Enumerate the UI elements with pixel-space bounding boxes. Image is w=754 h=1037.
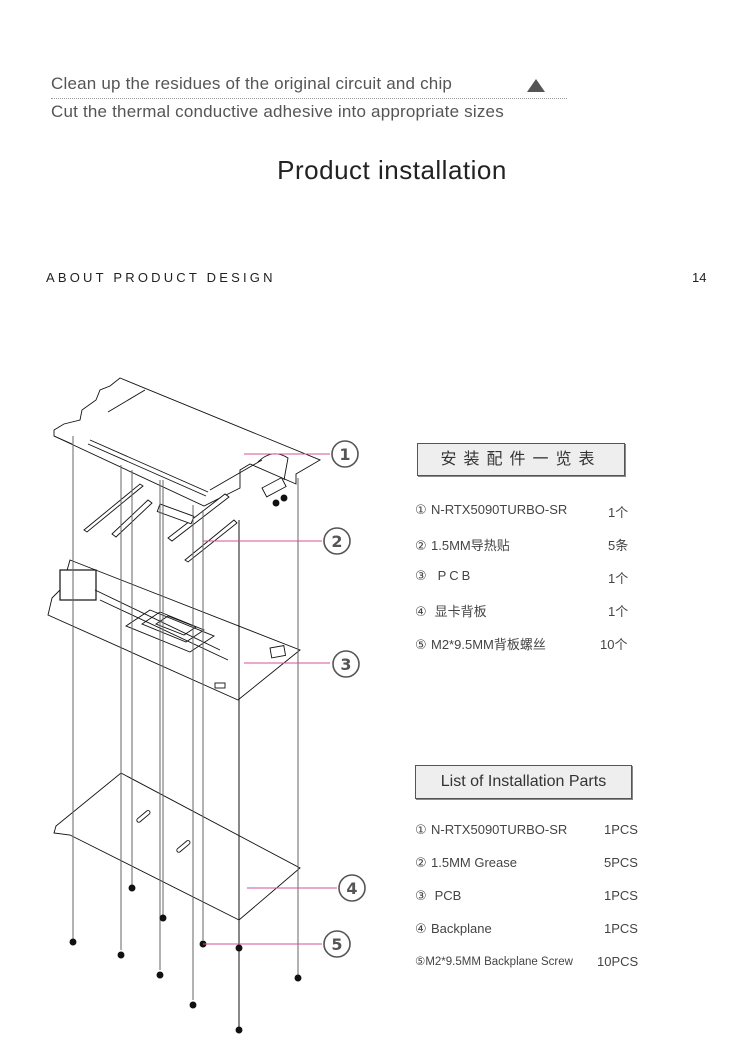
list-item: ② 1.5MM Grease 5PCS	[415, 855, 645, 871]
exploded-assembly-diagram: 1 2 3 4 5	[47, 377, 366, 1034]
item-number: ①	[415, 502, 427, 517]
list-item: ③ PCB 1个	[415, 568, 645, 586]
backplate-part	[53, 772, 301, 921]
list-item: ④ 显卡背板 1个	[415, 601, 645, 620]
parts-list-header-cn: 安装配件一览表	[417, 443, 625, 476]
item-name: N-RTX5090TURBO-SR	[431, 822, 568, 837]
item-qty: 1PCS	[604, 822, 638, 837]
item-name: M2*9.5MM Backplane Screw	[425, 956, 573, 968]
pcb-part	[47, 559, 301, 701]
list-item: ③ PCB 1PCS	[415, 888, 645, 904]
callout-circle-1	[331, 440, 359, 468]
list-item: ① N-RTX5090TURBO-SR 1PCS	[415, 822, 645, 838]
callout-circle-2	[323, 527, 351, 555]
list-item: ⑤M2*9.5MM Backplane Screw 10PCS	[415, 954, 645, 969]
item-number: ③	[415, 888, 427, 903]
item-name: M2*9.5MM背板螺丝	[431, 637, 546, 652]
item-number: ③	[415, 568, 427, 583]
item-name: Backplane	[431, 921, 492, 936]
callout-circle-4	[338, 874, 366, 902]
item-qty: 5PCS	[604, 855, 638, 870]
item-qty: 10个	[600, 637, 628, 652]
item-name: PCB	[431, 888, 462, 903]
item-name: 1.5MM导热贴	[431, 538, 510, 553]
item-name: PCB	[431, 568, 474, 583]
callout-circle-5	[323, 930, 351, 958]
item-qty: 1个	[608, 505, 629, 520]
item-qty: 1个	[608, 604, 629, 619]
list-item: ⑤ M2*9.5MM背板螺丝 10个	[415, 634, 645, 653]
item-number: ⑤	[415, 637, 427, 652]
callout-circle-3	[332, 650, 360, 678]
waterblock-part	[53, 377, 322, 507]
triangle-up-icon	[527, 79, 545, 92]
callout-label-4: 4	[346, 879, 357, 898]
callout-label-1: 1	[339, 445, 350, 464]
item-number: ④	[415, 921, 427, 936]
callout-label-3: 3	[340, 655, 351, 674]
section-label: ABOUT PRODUCT DESIGN	[46, 270, 276, 285]
item-qty: 1个	[608, 571, 629, 586]
item-number: ④	[415, 604, 427, 619]
item-qty: 5条	[608, 538, 629, 553]
item-name: 1.5MM Grease	[431, 855, 517, 870]
step-text-2: Cut the thermal conductive adhesive into…	[51, 102, 504, 121]
item-qty: 10PCS	[597, 954, 639, 969]
item-number: ②	[415, 538, 427, 553]
list-item: ② 1.5MM导热贴 5条	[415, 535, 645, 554]
callout-label-5: 5	[331, 935, 342, 954]
list-item: ① N-RTX5090TURBO-SR 1个	[415, 502, 645, 520]
item-name: 显卡背板	[431, 604, 487, 619]
item-number: ⑤	[415, 956, 426, 968]
step-text-1: Clean up the residues of the original ci…	[51, 74, 453, 93]
list-item: ④ Backplane 1PCS	[415, 921, 645, 937]
item-qty: 1PCS	[604, 888, 638, 903]
item-name: N-RTX5090TURBO-SR	[431, 502, 568, 517]
item-number: ②	[415, 855, 427, 870]
dotted-divider	[51, 98, 567, 99]
screws	[69, 884, 302, 1034]
item-number: ①	[415, 822, 427, 837]
page-title: Product installation	[277, 155, 507, 185]
callout-label-2: 2	[331, 532, 342, 551]
parts-list-header-en: List of Installation Parts	[415, 765, 632, 799]
item-qty: 1PCS	[604, 921, 638, 936]
page-number: 14	[692, 270, 707, 285]
